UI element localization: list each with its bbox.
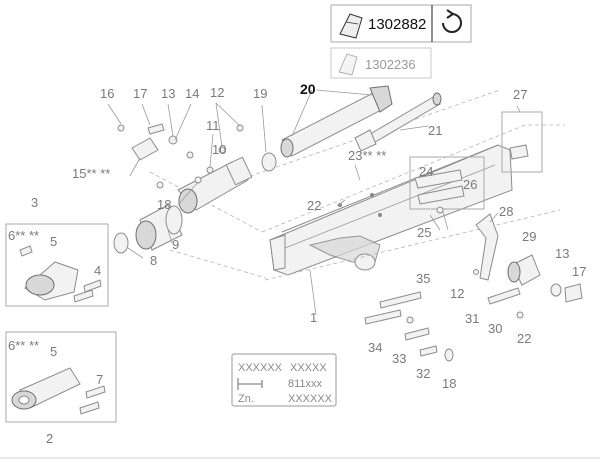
coupling-head-box-3: [5, 223, 109, 307]
reference-box: 1302882: [330, 4, 472, 43]
label-22: 22: [307, 198, 321, 213]
label-17: 17: [133, 86, 147, 101]
label-35: 35: [416, 271, 430, 286]
label-5a: 5: [50, 234, 57, 249]
damper-part-10: [177, 156, 253, 214]
label-28: 28: [499, 204, 513, 219]
label-22b: 22: [517, 331, 531, 346]
rod-part-21: [354, 92, 442, 152]
label-24: 24: [419, 164, 433, 179]
plate-box-24-26: [409, 156, 485, 231]
ring-part-8: [113, 232, 129, 254]
current-part-number: 1302882: [368, 16, 426, 33]
label-21: 21: [428, 123, 442, 138]
plate-row1b: XXXXX: [290, 362, 327, 374]
tube-part-icon-faded: [338, 53, 358, 76]
label-26: 26: [463, 177, 477, 192]
right-parts: [473, 213, 583, 319]
part-box-27: [501, 111, 543, 173]
label-32: 32: [416, 366, 430, 381]
label-16: 16: [100, 86, 114, 101]
tube-part-20: [280, 85, 393, 158]
label-27: 27: [513, 87, 527, 102]
label-13: 13: [161, 86, 175, 101]
label-31: 31: [465, 311, 479, 326]
plate-row1a: XXXXXX: [238, 362, 283, 374]
label-7: 7: [96, 372, 103, 387]
label-5b: 5: [50, 344, 57, 359]
label-34: 34: [368, 340, 382, 355]
bolts-bottom: [364, 291, 454, 362]
label-14: 14: [185, 86, 199, 101]
label-12: 12: [210, 85, 224, 100]
ring-part-19: [261, 152, 277, 172]
label-4: 4: [94, 263, 101, 278]
hitch-symbol-icon: [237, 378, 263, 390]
plate-row3b: XXXXXX: [288, 393, 333, 405]
label-18b: 18: [442, 376, 456, 391]
label-20: 20: [300, 81, 316, 97]
part-number-labels: 20 21 16 17 13 14 12 11 10 15** ** 18 19…: [8, 81, 586, 446]
ring-eye-box-2: [5, 331, 117, 423]
label-3: 3: [31, 195, 38, 210]
label-10: 10: [212, 142, 226, 157]
plate-row3a: Zn.: [238, 393, 254, 405]
small-parts-cluster: [117, 123, 244, 189]
previous-reference-box: 1302236: [330, 47, 432, 79]
label-12b: 12: [450, 286, 464, 301]
label-9: 9: [172, 237, 179, 252]
label-8: 8: [150, 253, 157, 268]
label-11: 11: [206, 118, 220, 133]
label-25: 25: [417, 225, 431, 240]
label-6a: 6** **: [8, 228, 39, 243]
label-19: 19: [253, 86, 267, 101]
label-6b: 6** **: [8, 338, 39, 353]
label-13b: 13: [555, 246, 569, 261]
plate-row2: 811xxx: [288, 378, 323, 390]
label-15: 15** **: [72, 166, 110, 181]
type-plate: XXXXXX XXXXX 811xxx Zn. XXXXXX: [231, 353, 337, 407]
previous-part-number: 1302236: [365, 57, 416, 72]
label-33: 33: [392, 351, 406, 366]
label-2: 2: [46, 431, 53, 446]
leader-lines: [107, 89, 521, 316]
bellow-part-9: [135, 204, 183, 251]
label-17b: 17: [572, 264, 586, 279]
label-23: 23** **: [348, 148, 386, 163]
label-18: 18: [157, 197, 171, 212]
tube-part-icon: [339, 13, 363, 39]
rotate-icon[interactable]: [442, 9, 462, 33]
label-30: 30: [488, 321, 502, 336]
label-29: 29: [522, 229, 536, 244]
label-1: 1: [310, 310, 317, 325]
